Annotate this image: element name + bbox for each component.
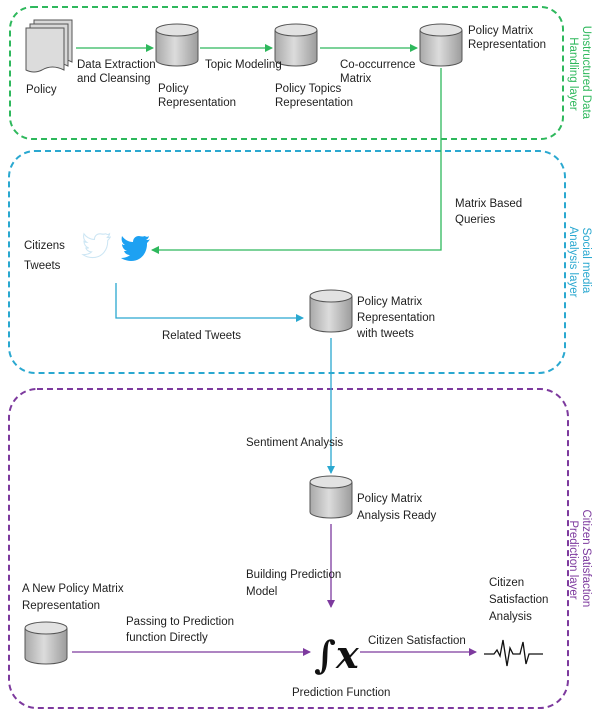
- co-occurrence-label: Co-occurrence Matrix: [340, 59, 419, 85]
- building-prediction-label: Building Prediction Model: [246, 569, 344, 598]
- related-tweets-label: Related Tweets: [162, 330, 241, 342]
- topic-modeling-label: Topic Modeling: [205, 59, 282, 71]
- twitter-bird-outline-icon: [81, 232, 112, 259]
- prediction-layer-box: [8, 388, 569, 709]
- policy-matrix-label: Policy Matrix Representation: [468, 25, 546, 51]
- unstructured-layer-box: [9, 6, 564, 140]
- new-policy-matrix-label: A New Policy Matrix Representation: [22, 583, 127, 612]
- policy-representation-label: Policy Representation: [158, 83, 236, 109]
- data-extraction-label: Data Extraction and Cleansing: [77, 59, 159, 85]
- citizen-satisfaction-label: Citizen Satisfaction: [368, 635, 466, 647]
- prediction-layer-label: Citizen Satisfaction Prediction layer: [567, 510, 592, 611]
- policy-matrix-tweets-cylinder: [309, 289, 353, 333]
- policy-matrix-cylinder: [419, 23, 463, 67]
- arrow-matrix-to-twitter: [151, 68, 442, 254]
- policy-matrix-tweets-label: Policy Matrix Representation with tweets: [356, 296, 438, 340]
- matrix-based-queries-label: Matrix Based Queries: [455, 198, 525, 226]
- policy-representation-cylinder: [155, 23, 199, 67]
- unstructured-layer-label: Unstructured Data Handling layer: [567, 26, 592, 123]
- citizen-satisfaction-analysis-label: Citizen Satisfaction Analysis: [489, 577, 552, 623]
- policy-matrix-analysis-label: Policy Matrix Analysis Ready: [357, 493, 437, 522]
- social-layer-label: Social media Analysis layer: [567, 227, 592, 298]
- function-symbol-icon: ∫x: [314, 632, 360, 677]
- arrow-tweets-to-matrix: [115, 283, 304, 322]
- sentiment-analysis-label: Sentiment Analysis: [246, 437, 343, 449]
- policy-label: Policy: [26, 84, 57, 96]
- citizens-tweets-label: Citizens Tweets: [24, 240, 68, 272]
- passing-directly-label: Passing to Prediction function Directly: [126, 616, 237, 644]
- social-layer-box: [8, 150, 566, 374]
- twitter-bird-icon: [121, 236, 150, 261]
- prediction-function-label: Prediction Function: [292, 687, 390, 699]
- policy-matrix-analysis-cylinder: [309, 475, 353, 519]
- policy-documents-icon: [25, 19, 73, 73]
- new-policy-matrix-cylinder: [24, 621, 68, 665]
- policy-topics-label: Policy Topics Representation: [275, 83, 353, 109]
- heartbeat-icon: [484, 639, 543, 667]
